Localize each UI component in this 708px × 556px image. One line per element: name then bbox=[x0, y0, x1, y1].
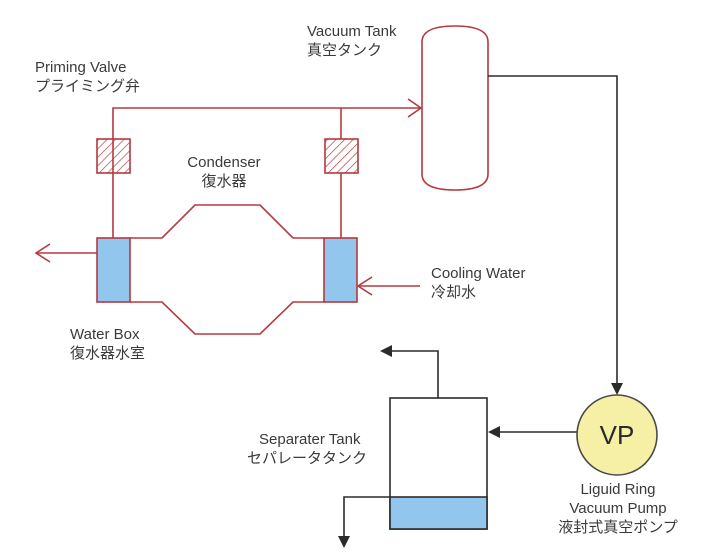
right-priming-valve bbox=[324, 138, 359, 174]
priming-arrow-head bbox=[407, 98, 423, 118]
cooling-water-label-en: Cooling Water bbox=[431, 265, 526, 282]
water-box-label: Water Box 復水器水室 bbox=[70, 325, 145, 363]
separator-water bbox=[389, 496, 488, 530]
condenser-shell-bottom bbox=[130, 301, 324, 335]
separator-vent-line bbox=[392, 350, 439, 398]
condenser-shell-top bbox=[130, 204, 324, 239]
vacuum-pump-label-en-1: Liguid Ring bbox=[580, 481, 656, 498]
cooling-water-arrow-head bbox=[356, 276, 373, 296]
vacuum-tank bbox=[421, 25, 489, 191]
pump-inlet-arrow-head bbox=[611, 383, 623, 395]
vacuum-pump-label-jp: 液封式真空ポンプ bbox=[558, 518, 678, 536]
condenser-label-en: Condenser bbox=[187, 154, 261, 171]
separator-tank-label-en: Separater Tank bbox=[259, 431, 361, 448]
water-outlet-arrow-head bbox=[34, 243, 51, 263]
separator-tank-label-jp: セパレータタンク bbox=[247, 449, 368, 467]
separator-inlet-arrow-head bbox=[488, 426, 500, 438]
drain-arrow-head bbox=[338, 536, 350, 548]
separator-drain-line bbox=[343, 496, 390, 538]
tank-to-pump-line bbox=[488, 75, 618, 384]
condenser-label: Condenser 復水器 bbox=[178, 153, 270, 191]
vacuum-pump-symbol: VP bbox=[600, 420, 635, 450]
cooling-water-label: Cooling Water 冷却水 bbox=[431, 264, 525, 302]
water-box-label-en: Water Box bbox=[70, 326, 140, 343]
vacuum-pump-label-en-2: Vacuum Pump bbox=[569, 500, 667, 517]
vacuum-pump bbox=[576, 394, 658, 476]
vacuum-tank-label-jp: 真空タンク bbox=[307, 41, 383, 59]
separator-tank-label: Separater Tank セパレータタンク bbox=[247, 430, 367, 468]
priming-valve-label-en: Priming Valve bbox=[35, 59, 127, 76]
vent-arrow-head bbox=[380, 345, 392, 357]
left-water-box bbox=[96, 237, 131, 303]
condenser-label-jp: 復水器 bbox=[201, 172, 247, 190]
left-priming-valve bbox=[96, 138, 131, 174]
priming-valve-label-jp: プライミング弁 bbox=[35, 77, 141, 95]
vacuum-tank-label: Vacuum Tank 真空タンク bbox=[307, 22, 397, 60]
vacuum-tank-label-en: Vacuum Tank bbox=[307, 23, 397, 40]
water-box-label-jp: 復水器水室 bbox=[70, 344, 146, 362]
vacuum-pump-label: Liguid Ring Vacuum Pump 液封式真空ポンプ bbox=[548, 480, 688, 537]
right-water-box bbox=[323, 237, 358, 303]
priming-valve-label: Priming Valve プライミング弁 bbox=[35, 58, 140, 96]
cooling-water-label-jp: 冷却水 bbox=[431, 283, 477, 301]
